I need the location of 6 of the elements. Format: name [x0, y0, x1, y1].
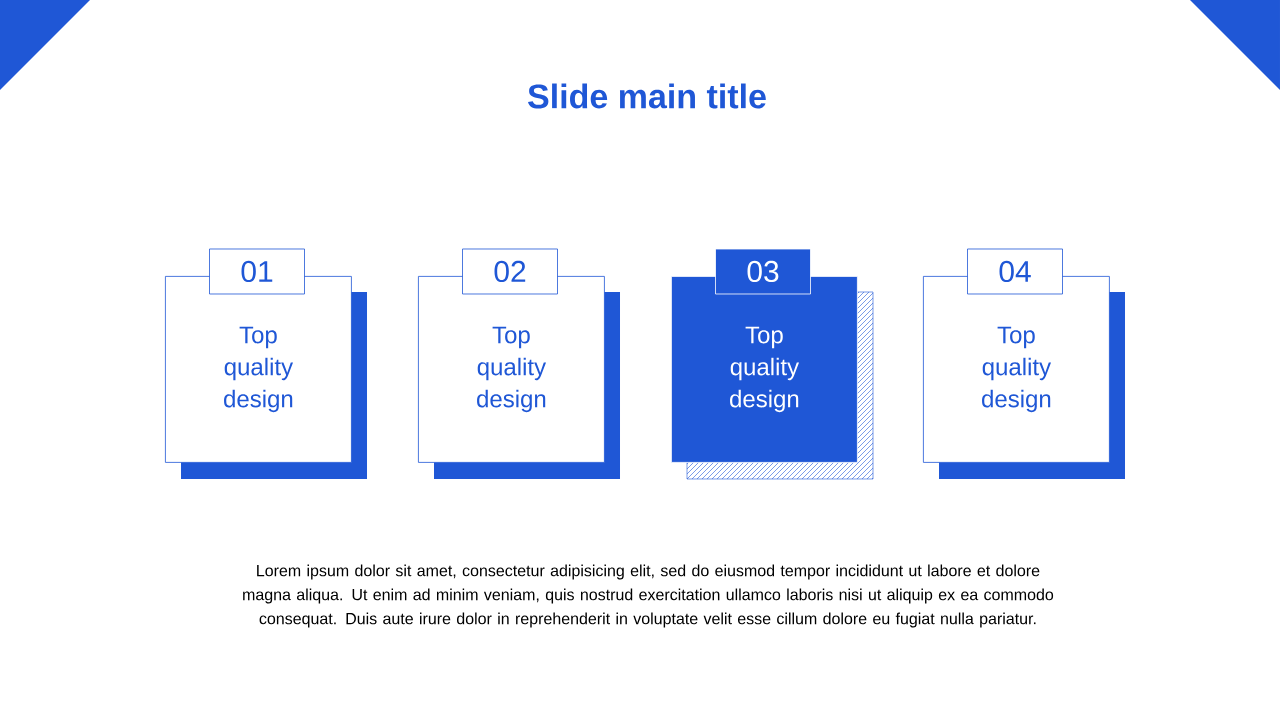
- number-tab: 04: [967, 248, 1063, 295]
- number-tab: 01: [209, 248, 305, 295]
- number-tab: 03: [715, 248, 811, 295]
- number-tab: 02: [462, 248, 558, 295]
- slide-title: Slide main title: [528, 83, 766, 109]
- body-paragraph: Lorem ipsum dolor sit amet, consectetur adipisicing elit, sed do eiusmod tempor incididunt ut labore et dolore magna aliqua. Ut enim ad minim veniam, quis nostrud exercitation ullamco laboris nisi ut aliquip ex ea commodo consequat. Duis aute irure dolor in reprehenderit in voluptate velit esse cillum dolore eu fugiat nulla pariatur.: [243, 564, 1054, 628]
